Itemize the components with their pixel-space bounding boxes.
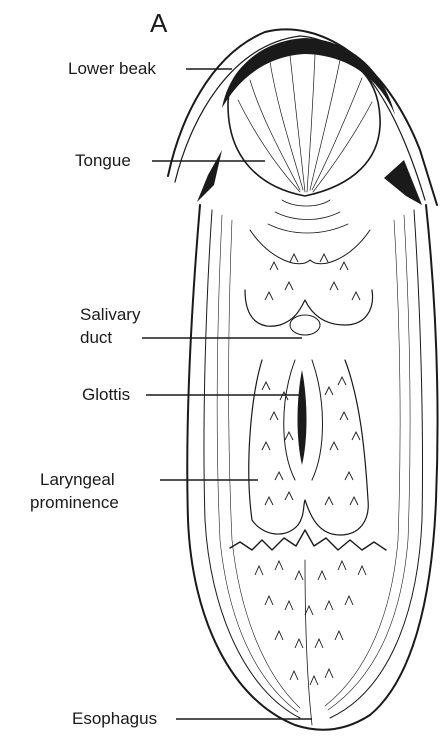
esophagus-label: Esophagus (72, 709, 157, 728)
glottis-label: Glottis (82, 385, 130, 404)
panel-letter: A (150, 8, 168, 38)
lower-beak-label: Lower beak (68, 59, 156, 78)
laryngeal-prominence-label-line2: prominence (30, 493, 119, 512)
salivary-duct-label-line2: duct (80, 328, 112, 347)
salivary-duct-label-line1: Salivary (80, 305, 141, 324)
laryngeal-prominence-label-line1: Laryngeal (40, 470, 115, 489)
tongue-label: Tongue (75, 151, 131, 170)
